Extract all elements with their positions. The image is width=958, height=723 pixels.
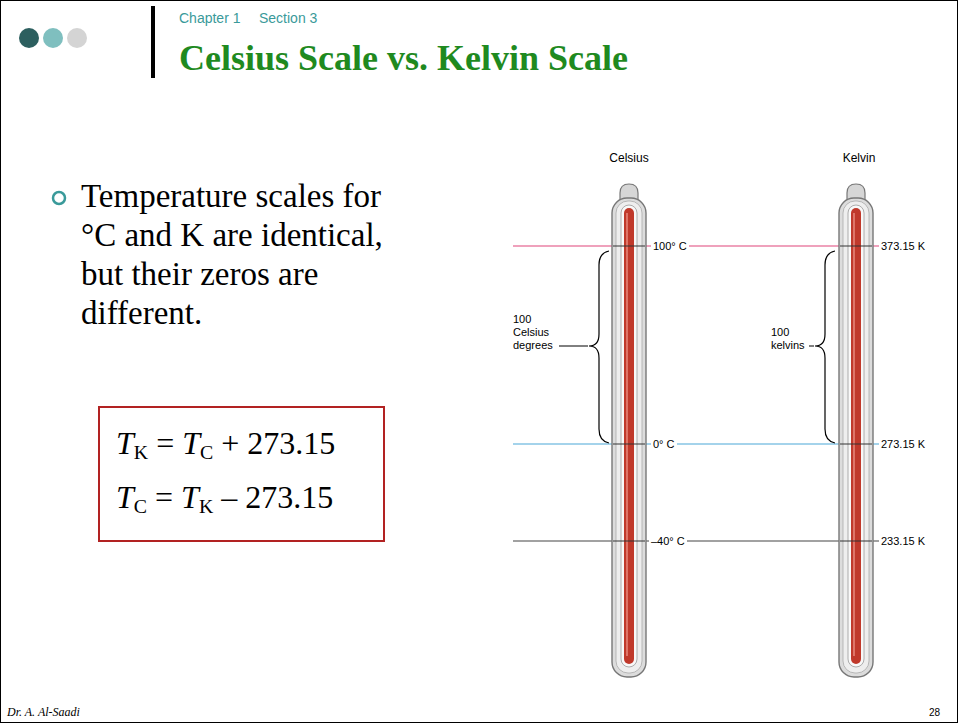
tick-mark	[840, 541, 872, 542]
decor-dot	[19, 28, 39, 48]
leader-line	[559, 346, 588, 347]
scale-name: Kelvin	[843, 151, 876, 166]
decor-dot	[43, 28, 63, 48]
decor-dot	[67, 28, 87, 48]
bracket	[815, 251, 835, 443]
temperature-value: 100° C	[651, 239, 689, 253]
tick-mark	[613, 541, 645, 542]
tick-mark	[840, 246, 872, 247]
page-number: 28	[929, 706, 940, 720]
title-bar	[151, 6, 155, 78]
bullet-text: Temperature scales for °C and K are iden…	[81, 177, 409, 333]
interval-label: 100 kelvins	[771, 326, 813, 352]
bullet-mark	[53, 192, 65, 204]
leader-line	[809, 346, 814, 347]
freezing-line	[513, 443, 879, 444]
temperature-value: 233.15 K	[879, 534, 927, 548]
section-label: Section 3	[259, 9, 317, 27]
tick-mark	[613, 444, 645, 445]
temperature-value: 373.15 K	[879, 239, 927, 253]
author-name: Dr. A. Al-Saadi	[7, 705, 80, 719]
temperature-value: –40° C	[649, 534, 687, 548]
interval-label: 100 Celsius degrees	[513, 313, 563, 352]
tick-mark	[840, 444, 872, 445]
bracket	[589, 251, 609, 443]
temperature-value: 0° C	[651, 437, 677, 451]
reference-line	[513, 540, 879, 541]
temperature-value: 273.15 K	[879, 437, 927, 451]
formula-text: TK = TC + 273.15	[116, 416, 367, 470]
tick-mark	[613, 246, 645, 247]
formula-box: TK = TC + 273.15TC = TK – 273.15	[98, 406, 385, 542]
slide-title: Celsius Scale vs. Kelvin Scale	[179, 37, 628, 79]
scale-name: Celsius	[609, 151, 648, 166]
formula-text: TC = TK – 273.15	[116, 470, 367, 524]
chapter-label: Chapter 1	[179, 9, 240, 27]
boiling-line	[513, 245, 879, 246]
kelvin-thermometer	[839, 184, 873, 677]
celsius-thermometer	[612, 184, 646, 677]
